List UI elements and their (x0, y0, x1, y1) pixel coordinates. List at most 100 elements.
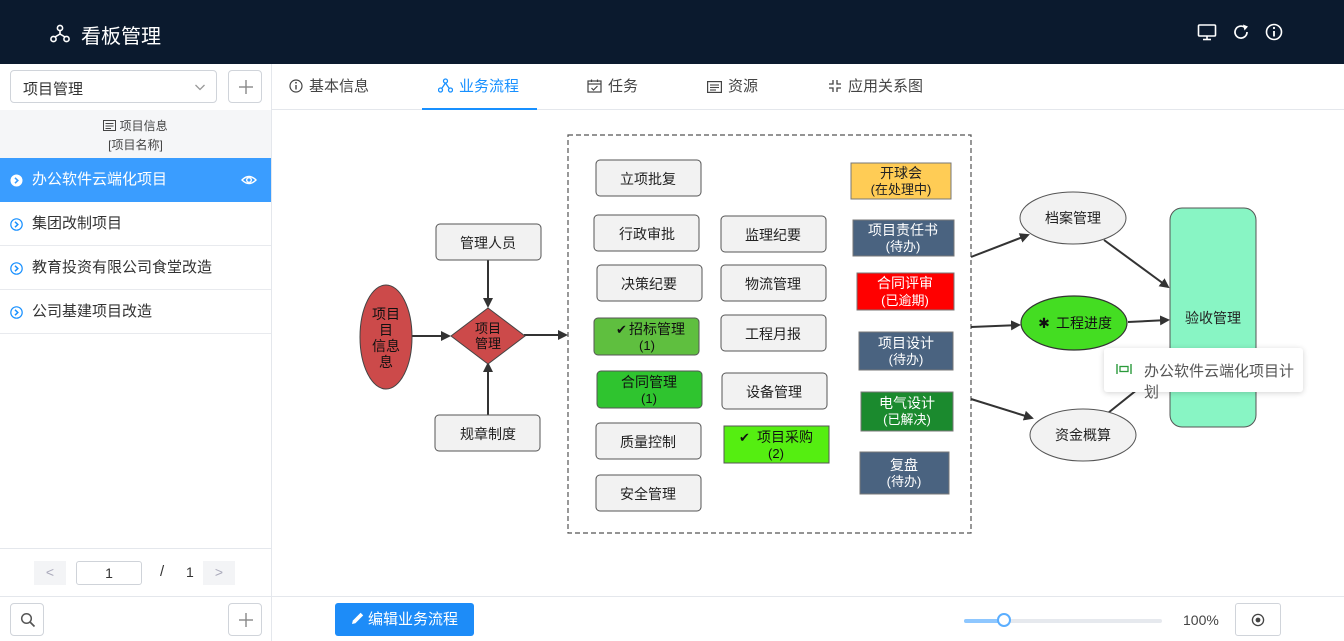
node-zeren[interactable]: 项目责任书 (待办) (852, 219, 955, 257)
tab-bar: 基本信息 业务流程 任务 资源 (272, 64, 1344, 110)
module-select[interactable]: 项目管理 (10, 70, 217, 103)
node-label: 项目设计 (878, 335, 934, 351)
node-dianqi[interactable]: 电气设计 (已解决) (860, 391, 954, 432)
node-anquan[interactable]: 安全管理 (595, 474, 702, 512)
search-button[interactable] (10, 603, 44, 636)
tab-app-relations[interactable]: 应用关系图 (828, 64, 923, 110)
circle-arrow-icon (10, 218, 23, 231)
node-budget[interactable]: 资金概算 (1029, 408, 1137, 462)
tab-tasks[interactable]: 任务 (587, 64, 638, 110)
add-project-button[interactable] (228, 70, 262, 103)
refresh-icon[interactable] (1231, 22, 1251, 42)
next-page-button[interactable]: > (203, 561, 235, 585)
list-item[interactable]: 集团改制项目 (0, 202, 271, 246)
node-kaiqiu[interactable]: 开球会 (在处理中) (850, 162, 952, 200)
list-item[interactable]: 办公软件云端化项目 (0, 158, 271, 202)
node-xingzheng[interactable]: 行政审批 (593, 214, 700, 252)
add-button[interactable] (228, 603, 262, 636)
node-pingshen[interactable]: 合同评审 (已逾期) (856, 272, 955, 311)
project-info-subtitle: [项目名称] (108, 138, 163, 152)
edit-flow-button[interactable]: 编辑业务流程 (335, 603, 474, 636)
asterisk-icon: ✱ (1038, 315, 1050, 331)
tab-label: 基本信息 (309, 78, 370, 95)
collapse-icon (829, 80, 841, 92)
node-label: 合同评审 (877, 275, 933, 291)
tab-resources[interactable]: 资源 (707, 64, 758, 110)
tab-label: 应用关系图 (848, 78, 924, 95)
node-project-info[interactable]: 项目 目 信息 息 (359, 284, 413, 390)
node-project-management[interactable]: 项目 管理 (450, 307, 526, 365)
logo-icon (50, 24, 70, 43)
node-label: 开球会 (880, 165, 922, 181)
info-icon[interactable] (1264, 22, 1284, 42)
node-sheji[interactable]: 项目设计 (待办) (858, 331, 954, 371)
page-total: 1 (186, 564, 194, 580)
list-item-label: 集团改制项目 (32, 215, 123, 232)
node-label: 信息 (372, 338, 400, 354)
eye-icon[interactable] (241, 173, 257, 187)
edge-archive-to-acceptance (1103, 239, 1170, 289)
card-icon (707, 81, 723, 94)
list-item[interactable]: 公司基建项目改造 (0, 290, 271, 334)
node-fupan[interactable]: 复盘 (待办) (859, 451, 950, 495)
tab-label: 资源 (728, 78, 759, 95)
node-shebei[interactable]: 设备管理 (721, 372, 828, 410)
node-acceptance[interactable]: 验收管理 (1169, 207, 1257, 428)
bottom-toolbar: 编辑业务流程 100% (272, 596, 1344, 641)
circle-arrow-icon (10, 174, 23, 187)
pagination: < 1 / 1 > (0, 548, 271, 596)
node-progress[interactable]: ✱ 工程进度 (1020, 295, 1128, 351)
node-label: 工程进度 (1056, 315, 1112, 331)
node-status: (待办) (887, 474, 922, 489)
node-count: (1) (639, 338, 655, 353)
node-status: (已逾期) (881, 293, 929, 308)
edge-group-to-archive (970, 233, 1030, 258)
prev-page-button[interactable]: < (34, 561, 66, 585)
node-zhiliang[interactable]: 质量控制 (595, 422, 702, 460)
node-manager[interactable]: 管理人员 (435, 223, 542, 261)
pencil-icon (351, 612, 364, 624)
node-label: 安全管理 (620, 486, 676, 502)
flow-canvas[interactable]: 项目 目 信息 息 管理人员 规章制度 项目 管理 立项批复 行政审批 (272, 110, 1344, 596)
page-input[interactable]: 1 (76, 561, 142, 585)
node-label: 合同管理 (621, 374, 677, 390)
zoom-slider[interactable] (964, 613, 1162, 627)
node-label: 设备管理 (746, 384, 802, 400)
plus-icon (239, 613, 253, 627)
card-icon (103, 120, 117, 131)
app-header: 看板管理 (0, 0, 1344, 64)
project-list: 办公软件云端化项目 集团改制项目 教育投资有限公司食堂改造 (0, 158, 271, 334)
process-group-frame (567, 134, 972, 534)
svg-text:息: 息 (379, 354, 393, 370)
node-label: 电气设计 (879, 395, 935, 411)
zoom-level: 100% (1183, 612, 1219, 628)
module-select-value: 项目管理 (23, 81, 84, 98)
tab-basic-info[interactable]: 基本信息 (289, 64, 369, 110)
project-info-header: 项目信息 [项目名称] (0, 110, 271, 158)
fit-view-button[interactable] (1235, 603, 1281, 636)
node-tooltip: 办公软件云端化项目计划 (1104, 348, 1303, 401)
node-jianli[interactable]: 监理纪要 (720, 215, 827, 253)
tab-label: 任务 (608, 78, 639, 95)
node-juece[interactable]: 决策纪要 (596, 264, 703, 302)
plus-icon (239, 80, 253, 94)
list-item[interactable]: 教育投资有限公司食堂改造 (0, 246, 271, 290)
node-hetong[interactable]: 合同管理 (1) (596, 370, 703, 409)
node-archive[interactable]: 档案管理 (1019, 191, 1127, 245)
node-zhaobiao[interactable]: ✔ 招标管理 (1) (593, 317, 700, 356)
sidebar-footer (0, 596, 271, 641)
search-icon (20, 612, 36, 628)
node-caigou[interactable]: ✔ 项目采购 (2) (723, 425, 830, 464)
circle-arrow-icon (10, 306, 23, 319)
monitor-icon[interactable] (1197, 22, 1217, 42)
tab-business-flow[interactable]: 业务流程 (422, 64, 537, 110)
page-title: 看板管理 (81, 26, 161, 48)
node-wuliu[interactable]: 物流管理 (720, 264, 827, 302)
node-label: 物流管理 (745, 276, 801, 292)
node-lixiang[interactable]: 立项批复 (595, 159, 702, 197)
node-label: 立项批复 (620, 171, 676, 187)
zoom-slider-handle[interactable] (996, 613, 1011, 627)
node-yuebao[interactable]: 工程月报 (720, 314, 827, 352)
node-rules[interactable]: 规章制度 (434, 414, 541, 452)
page-separator: / (160, 563, 165, 580)
